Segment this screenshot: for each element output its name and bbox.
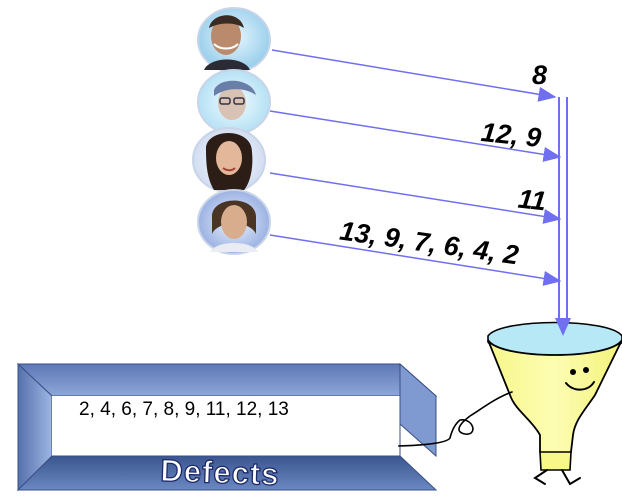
defects-label-person-3: 11: [516, 183, 548, 217]
avatar-person-3: [192, 127, 266, 193]
defects-label-person-1: 8: [532, 60, 548, 90]
sorted-defects-list: 2, 4, 6, 7, 8, 9, 11, 12, 13: [79, 399, 289, 420]
collect-arrow: [555, 97, 571, 336]
avatar-person-1: [197, 7, 271, 73]
funnel-eye-icon: [570, 369, 576, 375]
funnel-character: [398, 321, 622, 486]
defects-label-person-2: 12, 9: [479, 116, 543, 154]
avatar-person-4: [197, 189, 271, 255]
defects-box: [16, 362, 438, 492]
defects-box-title: Defects: [159, 452, 281, 493]
submission-arrows: [269, 49, 562, 286]
avatar-person-2: [197, 69, 271, 135]
